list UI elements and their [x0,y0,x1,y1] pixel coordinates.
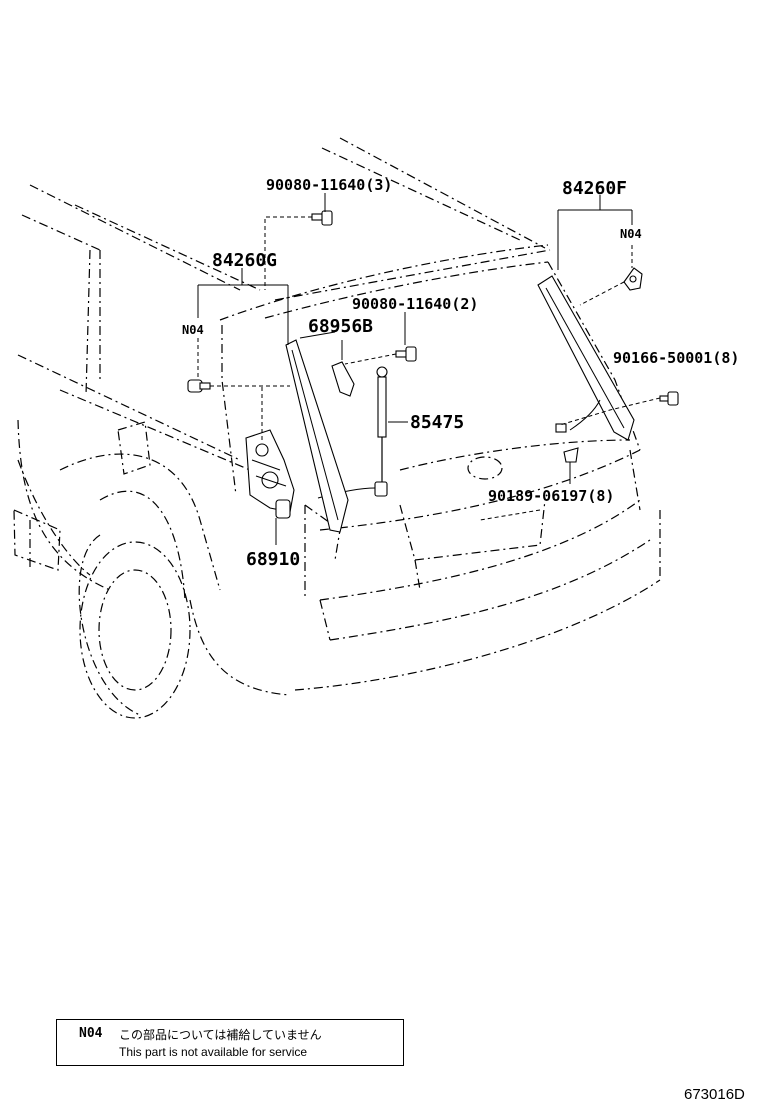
part-label-damper-right: 84260F [562,178,627,199]
clip-icon [623,267,643,291]
part-label-stay: 85475 [410,412,464,433]
note-legend: N04 この部品については補給していません This part is not a… [56,1019,404,1066]
note-marker-right: N04 [620,227,642,241]
note-marker-left: N04 [182,323,204,337]
drawing-number: 673016D [684,1086,745,1103]
bracket-icon [331,361,355,397]
part-label-damper-left: 84260G [212,250,277,271]
bolt-icon [395,346,417,362]
damper-strip-icon [537,275,635,441]
motor-icon [245,429,295,519]
part-label-bracket: 68956B [308,316,373,337]
vehicle-outline [13,137,661,719]
leader-lines [197,193,661,545]
note-text-english: This part is not available for service [119,1045,308,1059]
note-code: N04 [79,1026,103,1041]
clip-icon [187,379,211,393]
part-label-bolt-2: 90080-11640(2) [352,295,478,313]
bolt-icon [311,210,333,226]
part-label-clip-8: 90189-06197(8) [488,487,614,505]
clip-icon [555,423,579,463]
part-label-bolt-3: 90080-11640(3) [266,176,392,194]
damper-strip-icon [285,339,349,533]
note-text-japanese: この部品については補給していません [119,1028,322,1042]
screw-icon [659,391,679,406]
part-label-screw-8: 90166-50001(8) [613,349,739,367]
part-label-motor: 68910 [246,549,300,570]
